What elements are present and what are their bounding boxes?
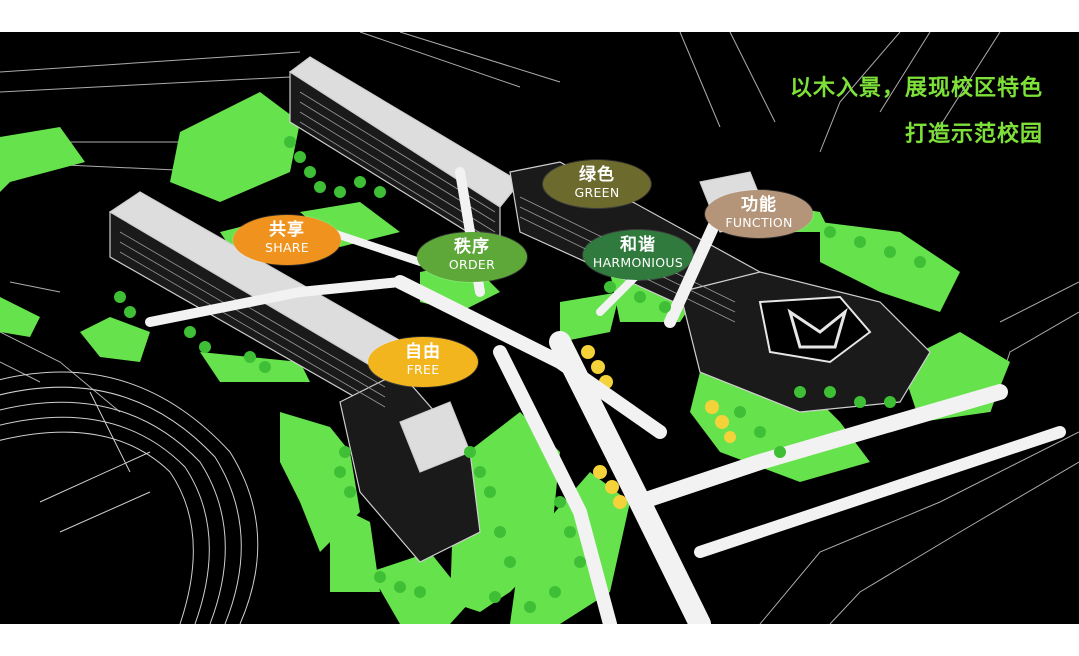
internal-roads: [145, 167, 1066, 624]
tag-order-en: ORDER: [448, 257, 496, 272]
tag-free-en: FREE: [406, 362, 440, 377]
tag-green-cn: 绿色: [579, 165, 615, 185]
running-track: [0, 371, 259, 624]
tag-order-cn: 秩序: [454, 237, 490, 257]
tag-harmonious-en: HARMONIOUS: [592, 255, 684, 270]
tag-harmonious-cn: 和谐: [620, 235, 656, 255]
tag-free: 自由 FREE: [368, 337, 478, 387]
trees: [114, 136, 926, 613]
tag-function: 功能 FUNCTION: [705, 190, 813, 238]
headline-line-2: 打造示范校园: [904, 122, 1043, 147]
tag-green-en: GREEN: [574, 185, 620, 200]
tag-order: 秩序 ORDER: [417, 232, 527, 282]
tag-harmonious: 和谐 HARMONIOUS: [583, 230, 693, 280]
tag-green: 绿色 GREEN: [543, 160, 651, 208]
headline-line-1: 以木入景，展现校区特色: [789, 76, 1043, 101]
masterplan-canvas: 共享 SHARE 秩序 ORDER 绿色 GREEN 和谐 HARMONIOUS…: [0, 32, 1079, 624]
tag-share-en: SHARE: [265, 240, 309, 255]
tag-function-cn: 功能: [741, 195, 777, 215]
tag-function-en: FUNCTION: [725, 215, 793, 230]
tag-share-cn: 共享: [269, 220, 305, 240]
tag-share: 共享 SHARE: [233, 215, 341, 265]
tag-free-cn: 自由: [405, 342, 441, 362]
yellow-plazas: [581, 345, 736, 509]
